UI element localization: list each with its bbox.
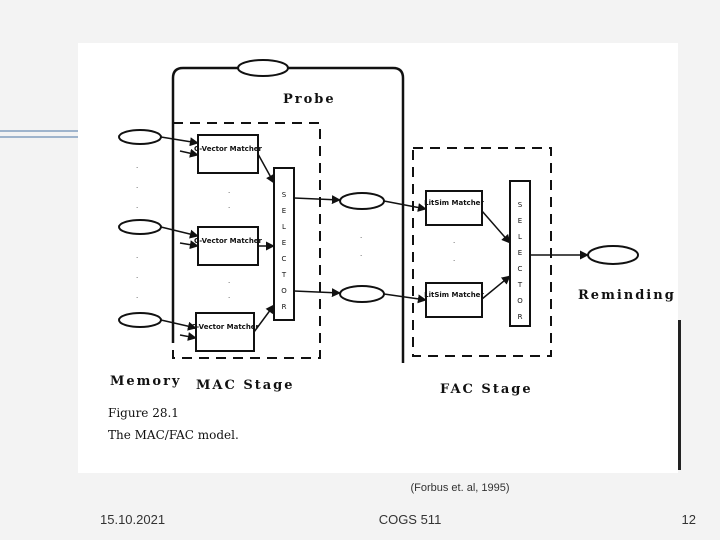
output-ellipse xyxy=(587,245,639,265)
svg-text:.: . xyxy=(136,252,138,260)
arrow-probe-cv3 xyxy=(179,332,197,341)
arrow-probe-cv1 xyxy=(179,148,199,158)
svg-text:.: . xyxy=(228,202,230,210)
arrow-mem1-cv1 xyxy=(160,136,199,147)
svg-text:C-Vector Matcher: C-Vector Matcher xyxy=(194,145,263,153)
arrow-sel-mid1 xyxy=(293,195,341,205)
arrow-mem3-cv3 xyxy=(160,319,197,331)
svg-text:O: O xyxy=(517,297,523,305)
page-number: 12 xyxy=(681,512,696,527)
arrow-ls2-sel xyxy=(481,275,511,300)
accent-lines xyxy=(0,130,78,146)
svg-text:LitSim Matcher: LitSim Matcher xyxy=(424,199,484,207)
candidate-ellipse-2 xyxy=(339,285,385,303)
svg-text:.: . xyxy=(136,162,138,170)
litsim-matcher-1: LitSim Matcher xyxy=(424,190,484,226)
arrow-mem2-cv2 xyxy=(160,226,199,239)
c-vector-matcher-1: C-Vector Matcher xyxy=(194,134,263,174)
selector-right: S E L E C T O R xyxy=(509,180,531,327)
citation: (Forbus et. al, 1995) xyxy=(410,482,510,494)
arrow-probe-cv2 xyxy=(179,240,199,250)
svg-text:.: . xyxy=(453,237,455,245)
svg-text:C-Vector Matcher: C-Vector Matcher xyxy=(194,237,263,245)
svg-text:L: L xyxy=(518,233,522,241)
svg-text:E: E xyxy=(282,239,286,247)
svg-text:.: . xyxy=(136,272,138,280)
memory-ellipse-3 xyxy=(118,312,162,328)
svg-text:.: . xyxy=(453,255,455,263)
svg-text:.: . xyxy=(136,202,138,210)
svg-text:R: R xyxy=(282,303,287,311)
selector-left: S E L E C T O R xyxy=(273,167,295,321)
mac-fac-diagram: Probe . . . . . . C-Vector Matcher C-Vec… xyxy=(108,59,676,442)
footer-date: 15.10.2021 xyxy=(100,512,166,527)
fac-stage-label: FAC Stage xyxy=(440,382,533,397)
arrow-ls1-sel xyxy=(481,210,511,244)
svg-text:T: T xyxy=(281,271,287,279)
memory-label: Memory xyxy=(110,374,182,389)
arrow-mid1-ls1 xyxy=(383,200,427,212)
mac-stage-box xyxy=(172,122,321,359)
reminding-label: Reminding xyxy=(578,288,676,303)
footer-course: COGS 511 xyxy=(378,512,442,527)
svg-text:.: . xyxy=(136,292,138,300)
svg-text:.: . xyxy=(360,232,362,240)
svg-text:LitSim Matcher: LitSim Matcher xyxy=(424,291,484,299)
svg-text:.: . xyxy=(228,292,230,300)
arrow-cv1-sel xyxy=(257,153,275,184)
arrow-mid2-ls2 xyxy=(383,293,427,304)
memory-ellipse-1 xyxy=(118,129,162,145)
memory-ellipse-2 xyxy=(118,219,162,235)
svg-text:L: L xyxy=(282,223,286,231)
fac-stage-box xyxy=(412,147,552,357)
svg-text:E: E xyxy=(518,249,522,257)
svg-text:C: C xyxy=(282,255,287,263)
svg-text:C-Vector Matcher: C-Vector Matcher xyxy=(191,323,260,331)
figure-panel: Probe . . . . . . C-Vector Matcher C-Vec… xyxy=(78,43,678,473)
svg-text:E: E xyxy=(518,217,522,225)
figure-title: The MAC/FAC model. xyxy=(108,428,239,442)
mac-stage-label: MAC Stage xyxy=(196,378,295,393)
c-vector-matcher-2: C-Vector Matcher xyxy=(194,226,263,266)
svg-text:S: S xyxy=(282,191,287,199)
arrow-cv3-sel xyxy=(253,304,275,333)
svg-text:E: E xyxy=(282,207,286,215)
svg-text:S: S xyxy=(518,201,523,209)
candidate-ellipse-1 xyxy=(339,192,385,210)
svg-text:O: O xyxy=(281,287,287,295)
svg-text:.: . xyxy=(360,250,362,258)
svg-text:T: T xyxy=(517,281,523,289)
svg-text:R: R xyxy=(518,313,523,321)
arrow-sel-mid2 xyxy=(293,288,341,298)
probe-ellipse xyxy=(237,59,289,77)
svg-text:.: . xyxy=(228,187,230,195)
svg-text:.: . xyxy=(228,277,230,285)
litsim-matcher-2: LitSim Matcher xyxy=(424,282,484,318)
figure-number: Figure 28.1 xyxy=(108,406,179,420)
c-vector-matcher-3: C-Vector Matcher xyxy=(191,312,260,352)
svg-text:C: C xyxy=(518,265,523,273)
probe-label: Probe xyxy=(283,92,336,107)
scan-edge xyxy=(678,320,681,470)
svg-text:.: . xyxy=(136,182,138,190)
